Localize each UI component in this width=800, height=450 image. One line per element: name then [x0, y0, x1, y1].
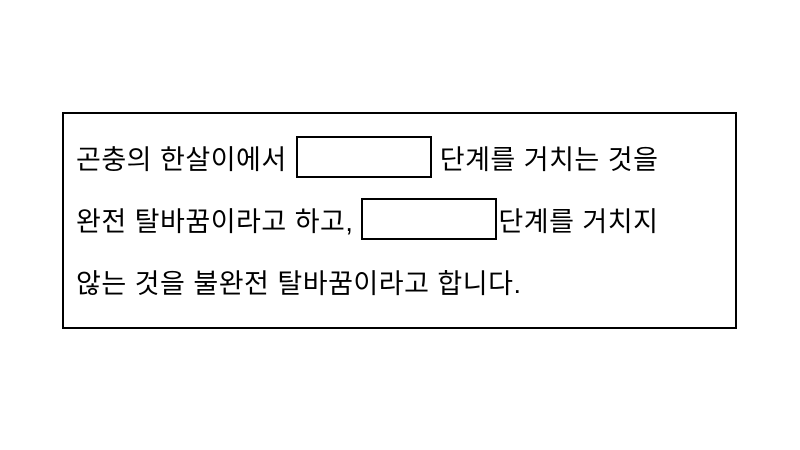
question-text: 단계를 거치는 것을 — [439, 144, 659, 175]
question-text: 완전 탈바꿈이라고 하고, — [76, 206, 354, 237]
question-text: 단계를 거치지 — [498, 206, 659, 237]
answer-blank-2[interactable] — [361, 198, 498, 240]
answer-blank-1[interactable] — [295, 136, 432, 178]
question-text: 곤충의 한살이에서 — [76, 144, 287, 175]
question-line-1: 곤충의 한살이에서 단계를 거치는 것을 — [76, 126, 723, 188]
question-box: 곤충의 한살이에서 단계를 거치는 것을 완전 탈바꿈이라고 하고, 단계를 거… — [62, 112, 737, 329]
question-line-3: 않는 것을 불완전 탈바꿈이라고 합니다. — [76, 250, 723, 312]
question-line-2: 완전 탈바꿈이라고 하고, 단계를 거치지 — [76, 188, 723, 250]
question-text: 않는 것을 불완전 탈바꿈이라고 합니다. — [76, 268, 522, 299]
